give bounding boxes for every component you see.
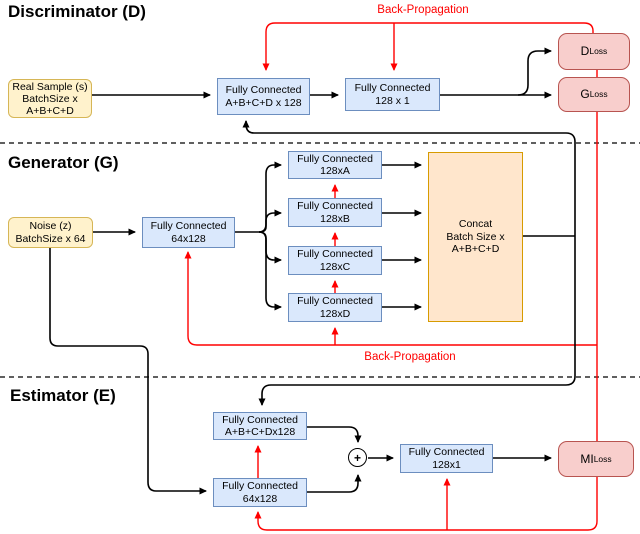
node-estimator-fc2-line1: Fully Connected [222, 480, 298, 492]
node-generator-fc-d-line1: Fully Connected [297, 295, 373, 307]
node-discriminator-fc1: Fully Connected A+B+C+D x 128 [217, 78, 310, 115]
section-title-estimator: Estimator (E) [10, 386, 116, 405]
edge-noise-to-efc2 [49, 248, 207, 495]
node-noise-line1: Noise (z) [29, 220, 72, 232]
edge-gfc0-to-gfcb [258, 209, 282, 233]
node-mi-loss-sub: Loss [593, 453, 612, 464]
sum-operator: + [348, 448, 367, 467]
edge-efc2-to-plus [307, 474, 362, 493]
node-real-sample: Real Sample (s) BatchSize x A+B+C+D [8, 79, 92, 118]
node-estimator-fc3-line2: 128x1 [432, 458, 461, 471]
edge-generated-sample-to-dfc1 [242, 120, 576, 236]
edge-gfc0-to-gfcd [258, 231, 282, 311]
node-real-sample-line3: A+B+C+D [26, 104, 74, 117]
node-generator-fc0-line1: Fully Connected [150, 220, 227, 232]
plus-icon: + [353, 450, 361, 465]
node-concat-line1: Concat [458, 218, 493, 231]
node-concat: Concat Batch Size x A+B+C+D [428, 152, 523, 322]
node-discriminator-fc2-line2: 128 x 1 [375, 94, 410, 107]
edge-backprop-dloss-to-dfc1 [262, 22, 594, 71]
node-concat-line2: Batch Size x [446, 230, 505, 243]
backprop-label-generator: Back-Propagation [364, 351, 456, 363]
section-title-discriminator: Discriminator (D) [8, 2, 146, 21]
node-generator-fc-c-line1: Fully Connected [297, 248, 373, 260]
node-generator-fc0-line2: 64x128 [171, 232, 206, 245]
node-discriminator-fc2: Fully Connected 128 x 1 [345, 78, 440, 111]
node-noise-line2: BatchSize x 64 [15, 232, 86, 245]
node-estimator-fc1-line2: A+B+C+Dx128 [224, 426, 296, 438]
node-estimator-fc3-line1: Fully Connected [408, 446, 485, 458]
node-g-loss-label: G [580, 87, 590, 102]
node-estimator-fc2-line2: 64x128 [242, 492, 278, 505]
edge-backprop-generator-to-gfc0 [184, 251, 597, 346]
node-discriminator-fc1-line2: A+B+C+D x 128 [225, 96, 302, 109]
edge-gfc0-to-gfca [258, 161, 282, 233]
node-real-sample-line1: Real Sample (s) [12, 80, 88, 93]
node-generator-fc0: Fully Connected 64x128 [142, 217, 235, 248]
node-generator-fc-a-line1: Fully Connected [297, 152, 373, 165]
node-estimator-fc1: Fully Connected A+B+C+Dx128 [213, 412, 307, 440]
node-estimator-fc2: Fully Connected 64x128 [213, 478, 307, 507]
node-g-loss-sub: Loss [589, 89, 608, 100]
node-mi-loss-label: MI [580, 451, 594, 466]
section-title-generator: Generator (G) [8, 153, 119, 172]
node-real-sample-line2: BatchSize x [22, 92, 78, 105]
node-d-loss-sub: Loss [589, 46, 608, 57]
node-noise: Noise (z) BatchSize x 64 [8, 217, 93, 248]
node-estimator-fc3: Fully Connected 128x1 [400, 444, 493, 473]
node-estimator-fc1-line1: Fully Connected [222, 413, 298, 426]
backprop-label-discriminator: Back-Propagation [377, 4, 469, 16]
node-discriminator-fc2-line1: Fully Connected [354, 82, 431, 94]
node-d-loss-label: D [580, 44, 590, 59]
edge-efc1-to-plus [307, 426, 362, 443]
node-generator-fc-b-line1: Fully Connected [297, 200, 373, 212]
node-generator-fc-a: Fully Connected 128xA [288, 151, 382, 179]
edge-backprop-main-vertical [254, 33, 598, 531]
node-generator-fc-d: Fully Connected 128xD [288, 293, 382, 322]
edge-generated-sample-to-efc1 [258, 236, 576, 406]
node-generator-fc-a-line2: 128xA [320, 165, 350, 177]
node-generator-fc-c: Fully Connected 128xC [288, 246, 382, 275]
node-generator-fc-d-line2: 128xD [319, 307, 351, 320]
edge-dfc2-to-dloss [517, 47, 552, 96]
node-concat-line3: A+B+C+D [451, 243, 500, 256]
node-generator-fc-b-line2: 128xB [320, 212, 350, 225]
node-generator-fc-b: Fully Connected 128xB [288, 198, 382, 227]
node-discriminator-fc1-line1: Fully Connected [225, 84, 302, 96]
node-generator-fc-c-line2: 128xC [319, 260, 351, 273]
edge-gfc0-to-gfcc [258, 231, 282, 264]
